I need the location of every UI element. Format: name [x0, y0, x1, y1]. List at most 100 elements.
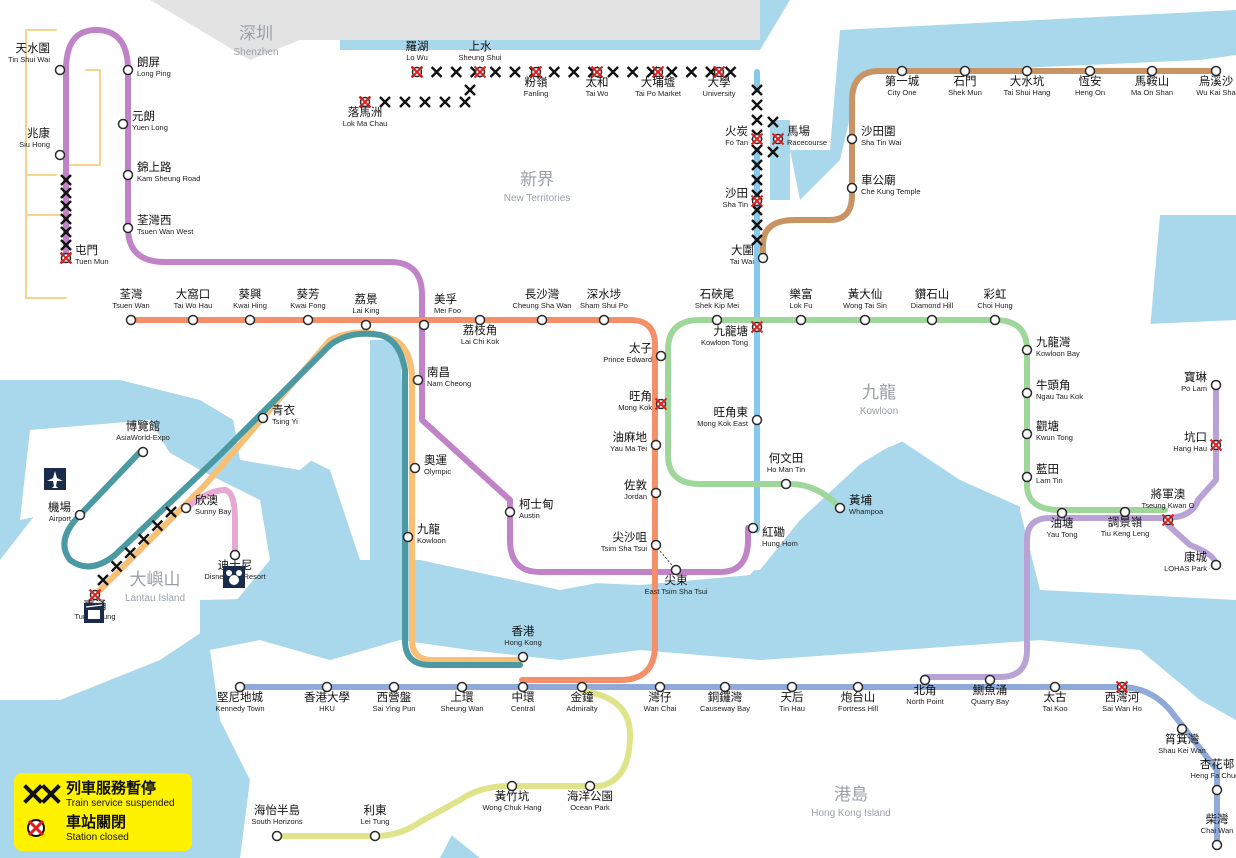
station-name-zh: 寶琳: [1184, 370, 1207, 384]
tuen-ma-line-west: [63, 27, 751, 575]
station-name-en: Cheung Sha Wan: [513, 301, 572, 310]
station-marker: [244, 314, 256, 326]
suspended-cross-46: [124, 546, 137, 559]
station-name-en: City One: [887, 88, 916, 97]
station-marker: [187, 314, 199, 326]
kowloon-land: [430, 330, 1150, 585]
